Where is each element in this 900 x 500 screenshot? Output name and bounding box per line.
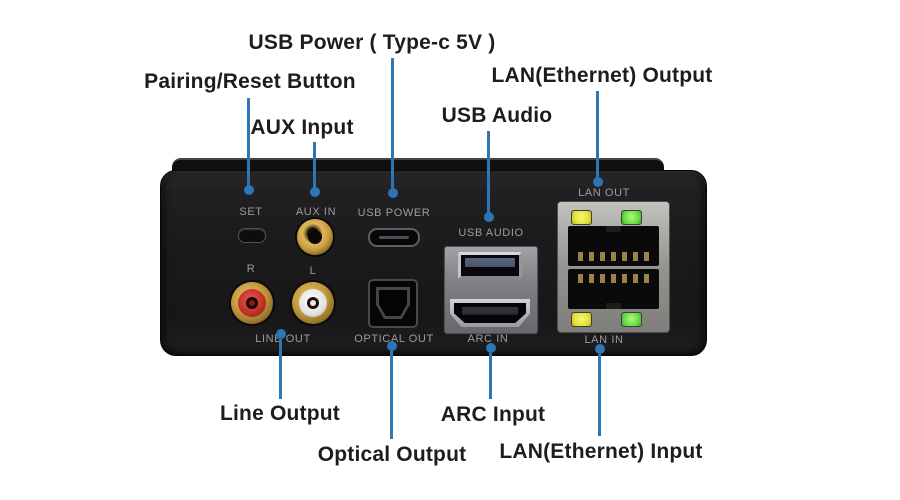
leader-line-line-output [279, 339, 282, 399]
leader-line-arc-input [489, 353, 492, 399]
leader-dot-usb-audio [484, 212, 494, 222]
port-label-line-out: LINE OUT [255, 333, 311, 345]
port-label-arc-in: ARC IN [467, 333, 509, 345]
leader-line-usb-power [391, 58, 394, 188]
label-pairing-reset-button: Pairing/Reset Button [144, 70, 356, 93]
lan-out-green-led [621, 210, 642, 225]
leader-line-lan-output [596, 91, 599, 178]
label-aux-input: AUX Input [250, 116, 354, 139]
leader-dot-aux-input [310, 187, 320, 197]
leader-dot-usb-power [388, 188, 398, 198]
lan-out-yellow-led [571, 210, 592, 225]
label-lan-ethernet-output: LAN(Ethernet) Output [491, 64, 713, 87]
lan-out-notch [606, 226, 621, 232]
rca-left-pin [310, 300, 316, 306]
leader-dot-lan-output [593, 177, 603, 187]
leader-dot-pairing-reset [244, 185, 254, 195]
toslink-opening [379, 290, 407, 316]
lan-in-green-led [621, 312, 642, 327]
port-label-usb-power: USB POWER [357, 207, 431, 219]
rca-left-jack [292, 282, 334, 324]
port-label-rca-right: R [246, 263, 256, 275]
label-usb-audio: USB Audio [441, 104, 553, 127]
port-label-usb-audio: USB AUDIO [458, 227, 524, 239]
port-label-lan-in: LAN IN [584, 334, 624, 346]
rca-right-jack [231, 282, 273, 324]
port-label-lan-out: LAN OUT [578, 187, 630, 199]
optical-out-port [368, 279, 418, 328]
lan-out-port [568, 226, 659, 266]
leader-line-usb-audio [487, 131, 490, 213]
leader-dot-optical-output [387, 341, 397, 351]
hdmi-tongue [462, 307, 518, 315]
leader-line-optical-output [390, 350, 393, 439]
port-label-set: SET [239, 206, 263, 218]
label-arc-input: ARC Input [440, 403, 546, 426]
rca-right-pin [249, 300, 255, 306]
usb-hdmi-bracket [444, 246, 538, 334]
leader-line-pairing-reset [247, 98, 250, 186]
label-lan-ethernet-input: LAN(Ethernet) Input [499, 440, 703, 463]
port-label-rca-left: L [309, 265, 317, 277]
lan-in-port [568, 269, 659, 309]
label-usb-power: USB Power ( Type-c 5V ) [248, 31, 496, 54]
lan-out-pins [578, 252, 649, 261]
lan-in-yellow-led [571, 312, 592, 327]
hdmi-arc-port [450, 299, 530, 327]
label-optical-output: Optical Output [317, 443, 467, 466]
leader-line-aux-input [313, 142, 316, 188]
usb-c-tongue [379, 236, 409, 239]
leader-line-lan-input [598, 354, 601, 436]
port-label-aux-in: AUX IN [295, 206, 337, 218]
usb-a-tongue [465, 258, 515, 267]
usb-c-power-port [368, 228, 420, 247]
toslink-shape [376, 287, 410, 319]
leader-dot-lan-input [595, 344, 605, 354]
usb-a-audio-port [458, 252, 522, 279]
aux-jack-hole [308, 230, 322, 244]
label-line-output: Line Output [219, 402, 341, 425]
aux-in-jack [297, 219, 333, 255]
device-rear-panel: SET AUX IN USB POWER R L LINE OUT OPTICA… [160, 170, 707, 356]
leader-dot-line-output [276, 329, 286, 339]
lan-in-notch [606, 303, 621, 309]
lan-in-pins [578, 274, 649, 283]
ethernet-jack-block [557, 201, 670, 333]
leader-dot-arc-input [486, 343, 496, 353]
port-label-optical-out: OPTICAL OUT [354, 333, 434, 345]
set-reset-button [238, 228, 266, 243]
